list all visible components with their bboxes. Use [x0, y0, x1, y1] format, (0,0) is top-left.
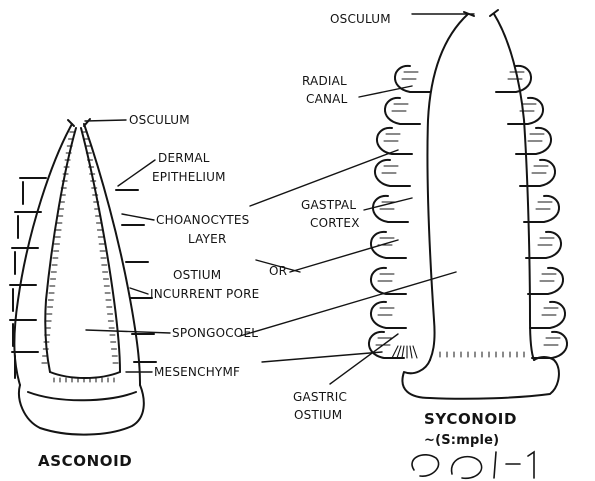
floor-hatching [54, 378, 114, 382]
radial-canal-hatch-left [402, 72, 418, 79]
asconoid-base-inner [28, 392, 136, 400]
syconoid-body [369, 10, 567, 399]
leader-incurrent-pore [130, 288, 148, 294]
gastric-ostium-fan [392, 346, 417, 358]
leader-spongocoel-to-sycon [240, 272, 456, 336]
asconoid-outer-wall-right [84, 124, 140, 385]
incurrent-pore-label: INCURRENT PORE [150, 287, 259, 302]
radial-canal-label-line1: RADIAL [302, 74, 347, 89]
gastral-cortex-label-line1: GASTPAL [301, 198, 356, 213]
ostium-label: OSTIUM [173, 268, 221, 283]
radial-canal-hatch-right [536, 202, 552, 209]
choanocytes-layer-label-line1: CHOANOCYTES [156, 213, 250, 228]
radial-canal-hatch-right [532, 166, 548, 173]
radial-canal-hatch-left [384, 134, 400, 141]
mesenchyme-label: MESENCHYMF [154, 365, 240, 380]
dermal-epithelium-label-line2: EPITHELIUM [152, 170, 226, 185]
choanocytes-layer-label-line2: LAYER [188, 232, 227, 247]
label-leader-lines [85, 14, 474, 384]
asconoid-base [19, 385, 144, 435]
asconoid-osculum-label: OSCULUM [129, 113, 190, 128]
leader-radial-canal [359, 86, 412, 97]
leader-asconoid-osculum [85, 120, 126, 121]
scribble-loop-1 [412, 455, 439, 476]
radial-canal-hatch-right [542, 308, 558, 315]
radial-canal-hatch-right [544, 338, 560, 345]
scribble-loop-2 [452, 457, 482, 479]
radial-canal-hatch-right [528, 134, 544, 141]
gastral-cortex-label-line2: CORTEX [310, 216, 360, 231]
leader-choanocytes [122, 214, 154, 220]
syconoid-osculum-label: OSCULUM [330, 12, 391, 27]
radial-canal-hatch-right [540, 274, 556, 281]
syconoid-floor-hatching [440, 352, 524, 357]
radial-canal-label-line2: CANAL [306, 92, 347, 107]
scribble-marks [494, 452, 534, 478]
syconoid-inner-wall-left [427, 14, 468, 360]
radial-canal-hatch-left [378, 274, 394, 281]
gastric-ostium-label-line2: OSTIUM [294, 408, 342, 423]
leader-gastral-cortex [364, 198, 412, 210]
asconoid-title: ASCONOID [38, 454, 132, 469]
dermal-epithelium-label-line1: DERMAL [158, 151, 210, 166]
syconoid-base [402, 357, 558, 399]
radial-canal-hatch-left [382, 166, 398, 173]
leader-spongocoel [86, 330, 170, 333]
syconoid-osculum-rim [464, 10, 498, 16]
radial-canal-hatch-left [378, 308, 394, 315]
leader-mesenchyme-to-sycon [262, 352, 382, 362]
gastric-ostium-label-line1: GASTRIC [293, 390, 347, 405]
syconoid-title: SYCONOID [424, 412, 517, 427]
ostium-or-label: OR [269, 264, 287, 279]
asconoid-spongocoel-floor [50, 372, 120, 378]
radial-canal-hatch-left [392, 104, 408, 111]
asconoid-outer-wall-left [14, 124, 72, 385]
leader-dermal-epithelium [118, 160, 155, 186]
radial-canal-hatch-right [538, 238, 554, 245]
corner-scribbles [412, 452, 534, 478]
syconoid-subtitle: ~(S:mple) [424, 433, 499, 448]
spongocoel-label: SPONGOCOEL [172, 326, 258, 341]
asconoid-body [10, 119, 156, 435]
